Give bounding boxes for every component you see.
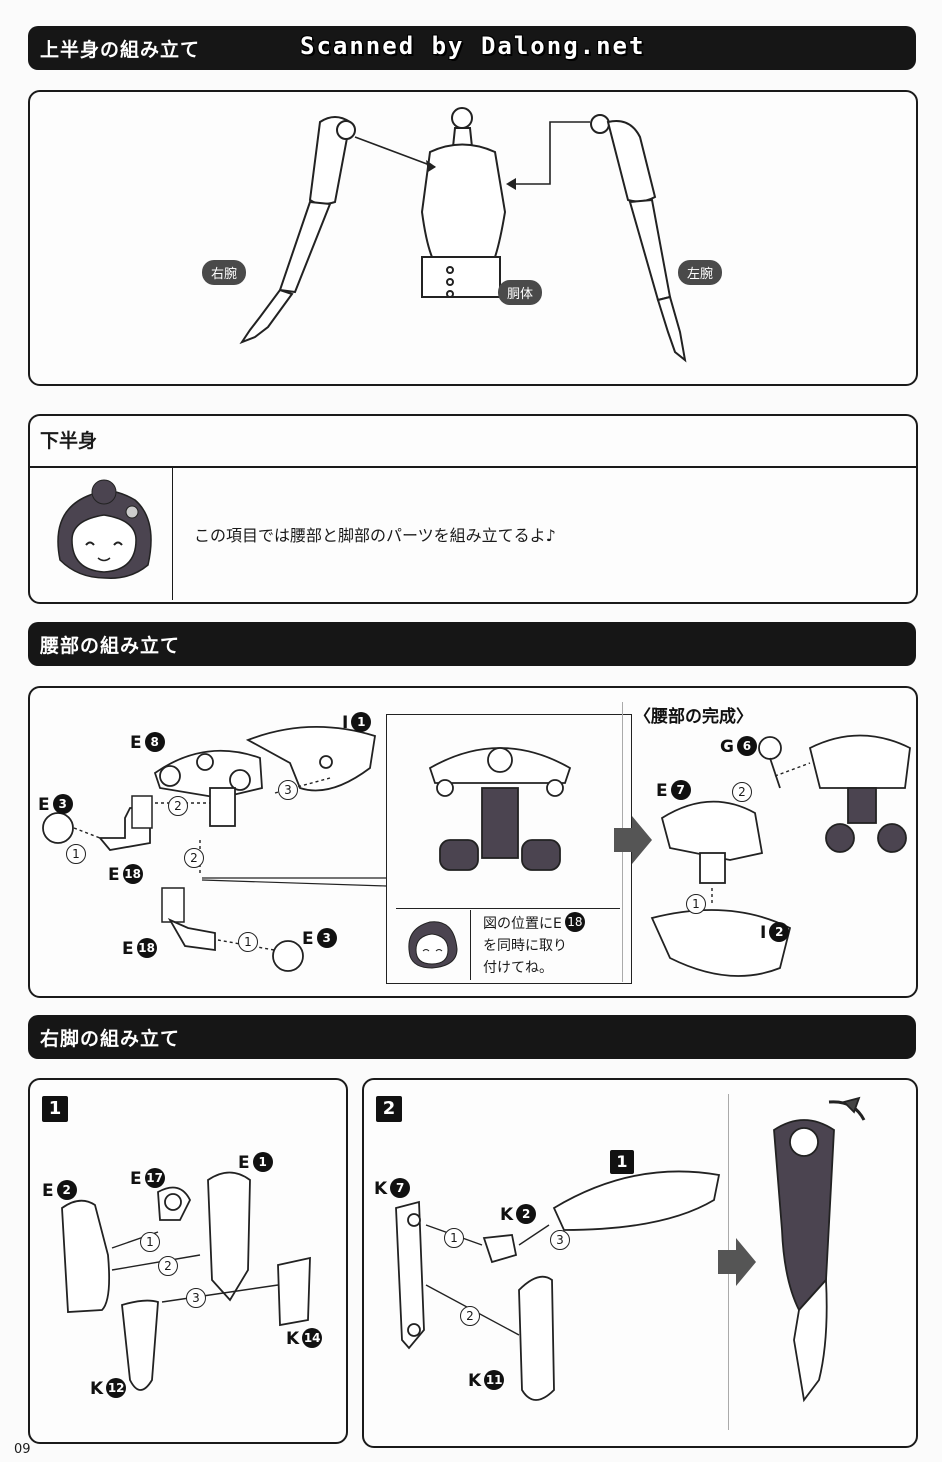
waist-title: 腰部の組み立て — [40, 635, 181, 657]
reference-step-number: 1 — [610, 1150, 634, 1174]
step-marker: 1 — [686, 894, 706, 914]
right-arm-illustration — [239, 116, 356, 345]
right-leg-step1-illustration — [61, 1171, 311, 1391]
upper-body-panel: 右腕 胴体 左腕 — [28, 90, 918, 386]
right-leg-header: 右脚の組み立て — [28, 1015, 916, 1059]
upper-body-arrows — [354, 121, 590, 185]
step-number: 1 — [42, 1096, 68, 1122]
lower-body-title: 下半身 — [40, 430, 98, 452]
torso-label: 胴体 — [498, 280, 543, 305]
waist-note-line: 付けてね。 — [483, 960, 553, 976]
waist-rear-part — [245, 726, 377, 792]
right-leg-title: 右脚の組み立て — [40, 1028, 181, 1050]
waist-arrows — [73, 777, 331, 951]
next-arrow — [614, 816, 652, 864]
thigh-part — [552, 1170, 721, 1231]
waist-note-line: 図の位置にE — [483, 916, 562, 932]
waist-complete-part — [650, 734, 911, 977]
leg-shell-part — [61, 1199, 111, 1313]
joint-bracket-part — [277, 1256, 311, 1327]
ball-joint-part — [272, 940, 304, 972]
thigh-frame-part — [207, 1171, 251, 1302]
waist-frame-part — [153, 749, 263, 827]
waist-note-line: を同時に取り — [483, 938, 567, 954]
waist-illustration — [42, 726, 911, 977]
joint-plate-part — [161, 887, 185, 923]
thigh-plate-part — [395, 1200, 425, 1350]
joint-plate-part — [131, 795, 153, 829]
lower-body-panel: 下半身 この項目では腰部と脚部のパーツを組み立てるよ♪ — [28, 414, 918, 604]
step-marker: 1 — [140, 1232, 160, 1252]
divider — [172, 468, 173, 600]
upper-body-title: 上半身の組み立て — [40, 39, 201, 61]
step-number: 2 — [376, 1096, 402, 1122]
divider — [470, 910, 471, 980]
ball-joint-part — [42, 812, 74, 844]
right-leg-complete-part — [773, 1096, 866, 1403]
step-marker: 1 — [444, 1228, 464, 1248]
upper-body-header: 上半身の組み立て — [28, 26, 916, 70]
right-leg-step2-illustration — [395, 1096, 866, 1403]
joint-connector-part — [167, 918, 216, 952]
step-marker: 3 — [186, 1288, 206, 1308]
watermark: Scanned by Dalong.net — [300, 32, 646, 60]
step-marker: 2 — [168, 796, 188, 816]
shin-part — [121, 1299, 159, 1391]
left-arm-illustration — [590, 114, 687, 363]
step-marker: 1 — [66, 844, 86, 864]
divider — [396, 908, 620, 909]
step-marker: 3 — [278, 780, 298, 800]
knee-joint-part — [482, 1234, 518, 1264]
upper-body-illustration — [239, 107, 687, 363]
step-marker: 3 — [550, 1230, 570, 1250]
divider — [30, 466, 916, 468]
right-arm-label: 右腕 — [202, 260, 247, 285]
step-marker: 2 — [184, 848, 204, 868]
mascot-icon — [408, 921, 458, 969]
page-number: 09 — [14, 1442, 31, 1457]
lower-body-message: この項目では腰部と脚部のパーツを組み立てるよ♪ — [194, 526, 556, 545]
waist-detail-part — [428, 747, 572, 871]
torso-illustration — [420, 107, 507, 298]
next-arrow — [718, 1238, 756, 1286]
shin-part — [518, 1275, 555, 1401]
part-number: 18 — [564, 912, 585, 932]
step-marker: 2 — [732, 782, 752, 802]
left-arm-label: 左腕 — [678, 260, 723, 285]
waist-header: 腰部の組み立て — [28, 622, 916, 666]
step-marker: 1 — [238, 932, 258, 952]
waist-complete-label: 〈腰部の完成〉 — [634, 707, 753, 727]
step-marker: 2 — [460, 1306, 480, 1326]
mascot-avatar — [57, 479, 152, 579]
step-marker: 2 — [158, 1256, 178, 1276]
